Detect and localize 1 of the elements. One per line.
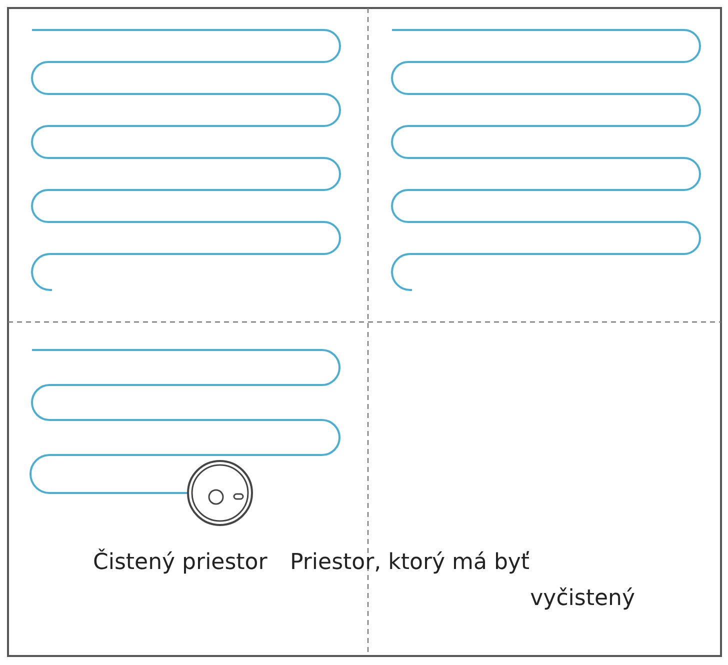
area-label: Priestor, ktorý má byť vyčistený <box>290 549 635 613</box>
